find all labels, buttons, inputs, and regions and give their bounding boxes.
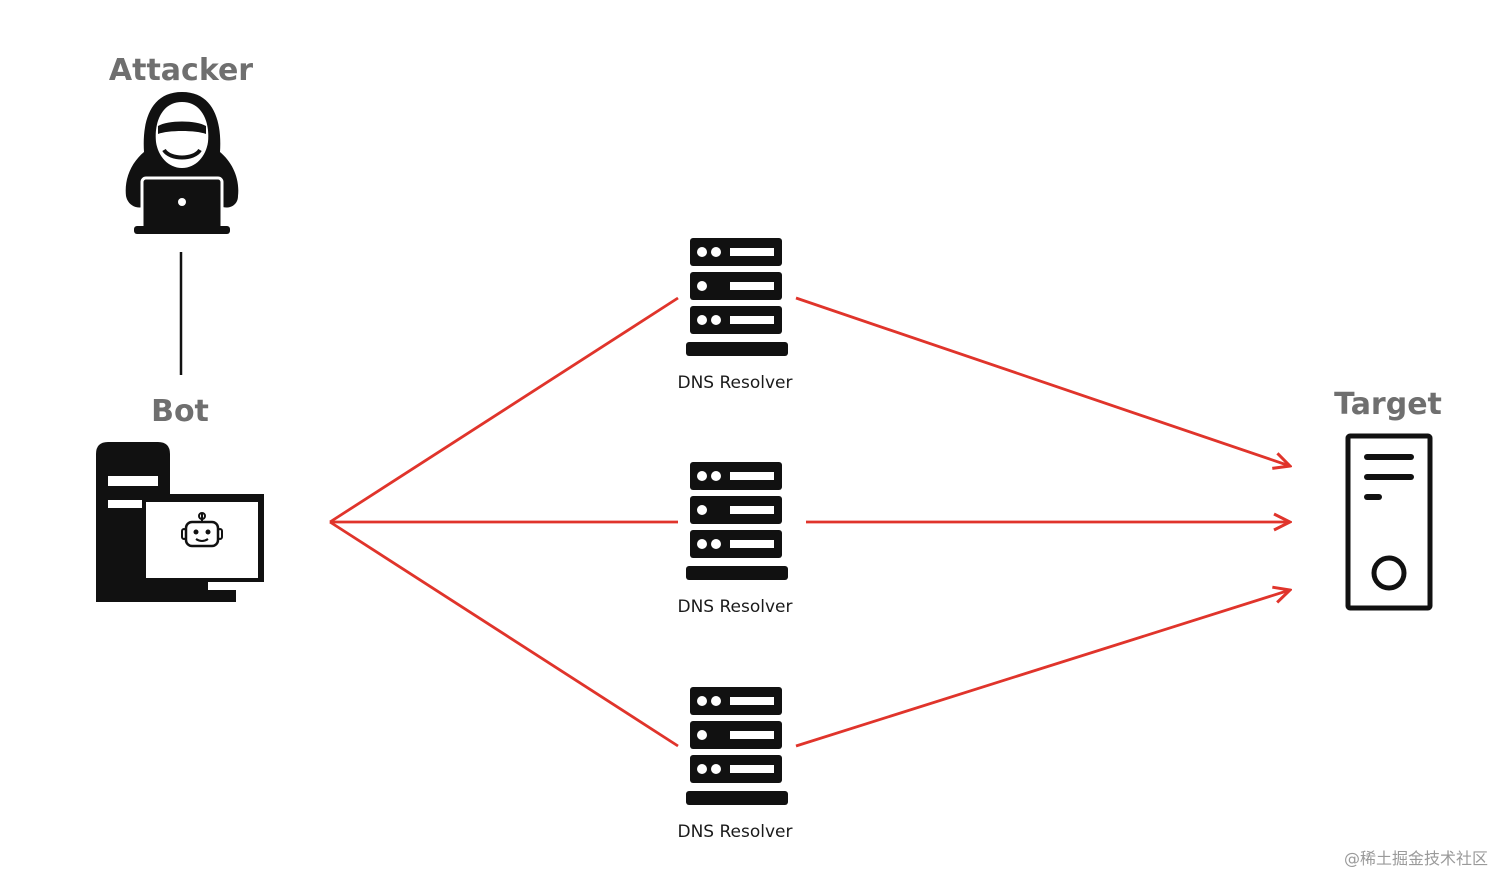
dns-resolver-2-label: DNS Resolver (678, 597, 793, 617)
target-label: Target (1334, 387, 1442, 422)
bot-label: Bot (151, 394, 209, 429)
bot-computer-icon (96, 442, 264, 602)
attacker-label: Attacker (109, 53, 253, 88)
dns-resolver-3-label: DNS Resolver (678, 822, 793, 842)
bot-to-resolver-1 (329, 296, 679, 524)
dns-resolver-2: DNS Resolver (678, 462, 793, 617)
dns-resolver-3: DNS Resolver (678, 687, 793, 842)
dns-resolver-1-label: DNS Resolver (678, 373, 793, 393)
resolver-1-to-target-arrow (795, 296, 1290, 466)
dns-resolver-1: DNS Resolver (678, 238, 793, 393)
server-rack-icon (686, 687, 788, 805)
watermark: @稀土掘金技术社区 (1344, 849, 1488, 868)
bot-to-resolver-3 (329, 520, 679, 748)
target-server-icon (1345, 433, 1433, 611)
attacker-icon (125, 92, 239, 234)
server-rack-icon (686, 238, 788, 356)
server-rack-icon (686, 462, 788, 580)
robot-icon (181, 512, 223, 548)
resolver-3-to-target-arrow (795, 590, 1290, 748)
